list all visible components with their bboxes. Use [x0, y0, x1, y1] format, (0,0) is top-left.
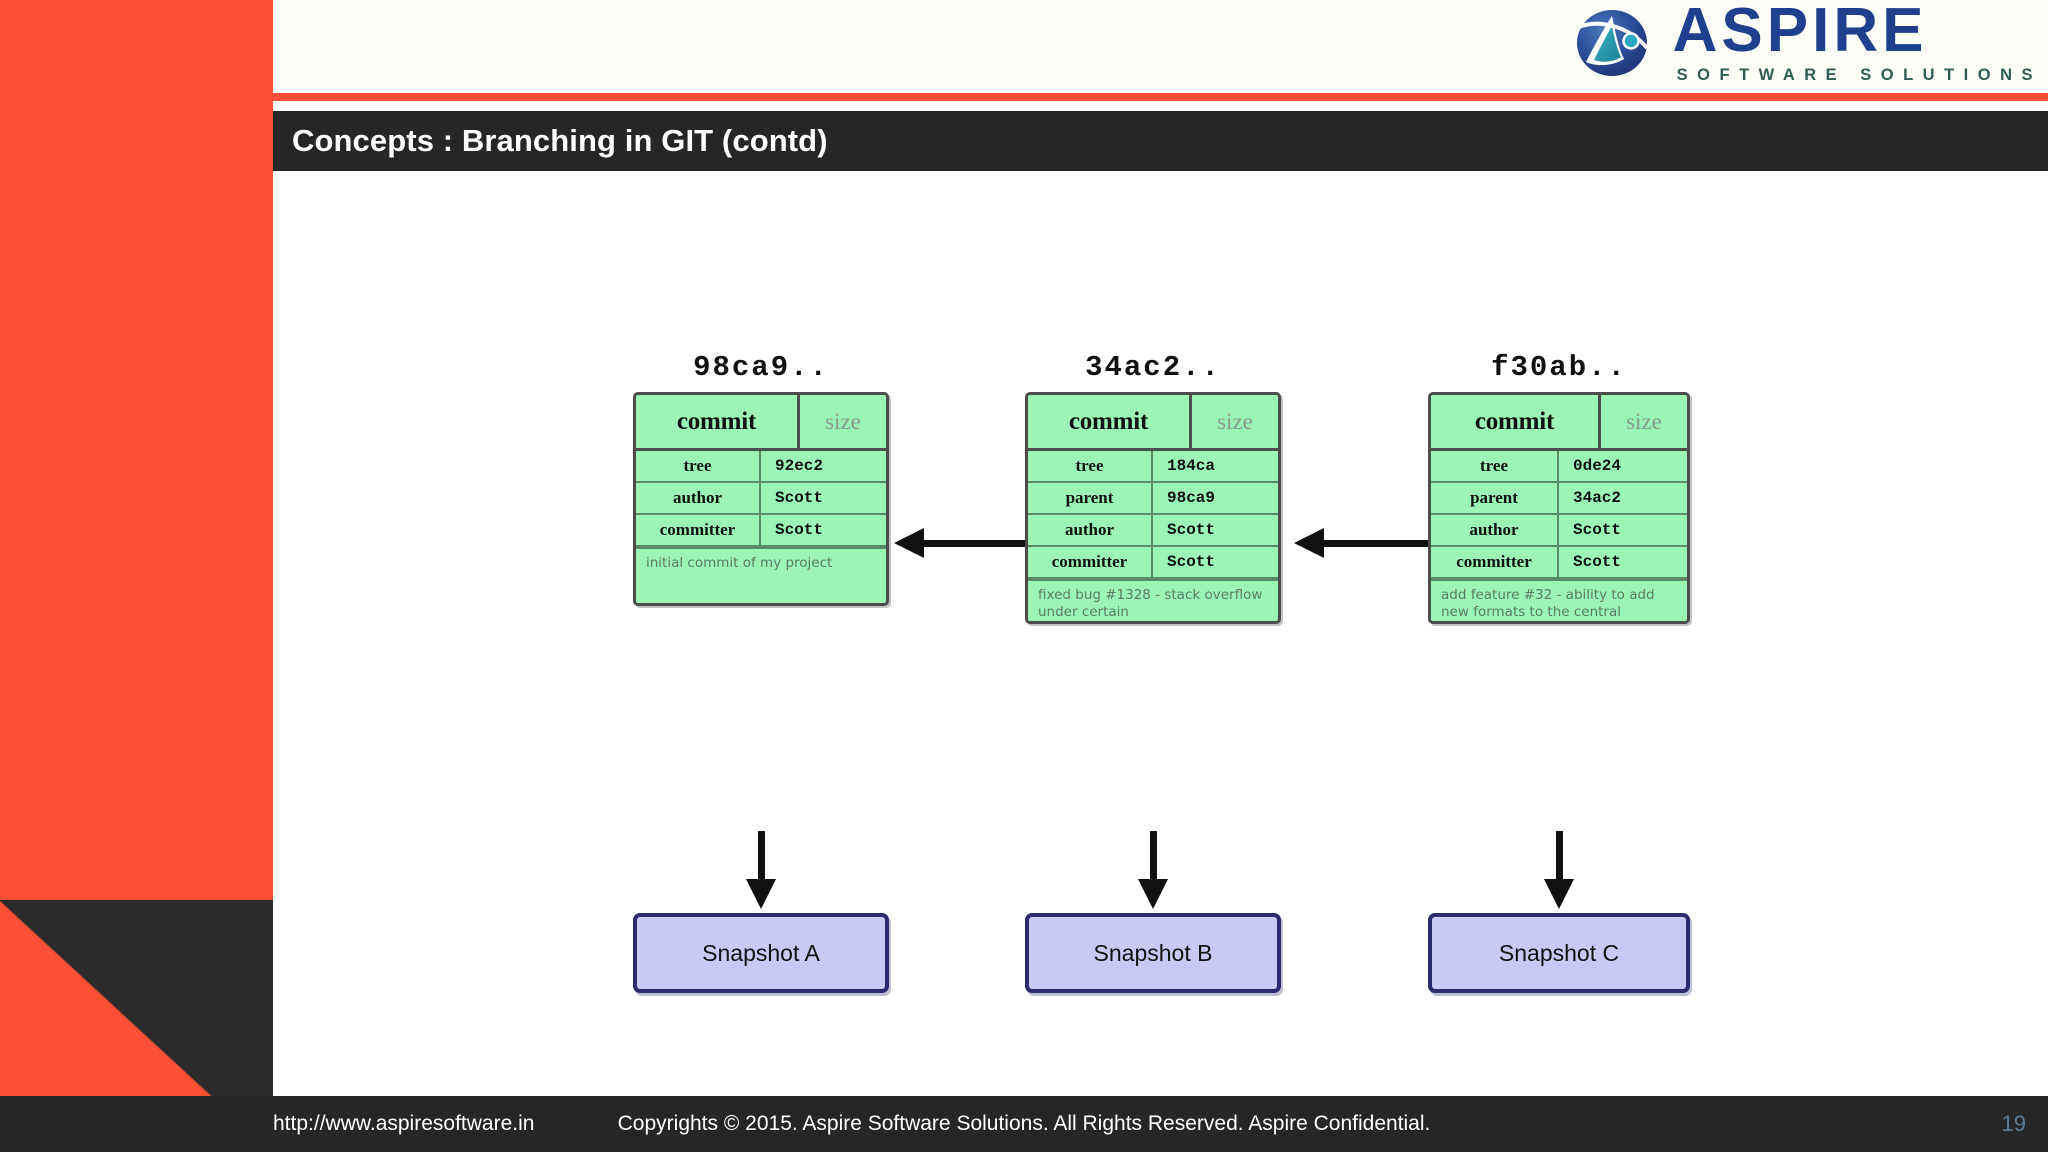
- commit-hash-label-1: 98ca9..: [693, 351, 829, 384]
- arrow-shaft: [1321, 540, 1428, 547]
- field-value: Scott: [1167, 521, 1216, 539]
- field-key: author: [636, 483, 761, 513]
- arrow-head-down-icon: [1544, 879, 1574, 909]
- arrow-head-left-icon: [894, 528, 924, 558]
- field-value: Scott: [775, 489, 824, 507]
- commit-type-label-2: commit: [1028, 395, 1192, 448]
- footer-copyright: Copyrights © 2015. Aspire Software Solut…: [617, 1112, 1431, 1135]
- field-key: parent: [1431, 483, 1559, 513]
- commit-hash-label-3: f30ab..: [1491, 351, 1627, 384]
- commit-type-label-1: commit: [636, 395, 800, 448]
- commit-box-3: commit size tree 0de24 parent 34ac2 auth…: [1428, 392, 1690, 624]
- slide-page-number: 19: [2001, 1111, 2026, 1136]
- logo-brand-text: ASPIRE: [1672, 0, 1928, 65]
- snapshot-box-a: Snapshot A: [633, 913, 889, 993]
- commit-field-row: tree 184ca: [1028, 451, 1278, 483]
- commit-field-row: tree 92ec2: [636, 451, 886, 483]
- field-value: Scott: [1167, 553, 1216, 571]
- arrow-shaft: [757, 831, 765, 883]
- field-key: committer: [1028, 547, 1153, 577]
- header-band: [273, 0, 2048, 97]
- snapshot-box-c: Snapshot C: [1428, 913, 1690, 993]
- commit-field-row: author Scott: [1431, 515, 1687, 547]
- arrow-shaft: [1149, 831, 1157, 883]
- field-key: tree: [1028, 451, 1153, 481]
- field-value: 184ca: [1167, 457, 1216, 475]
- commit-hash-label-2: 34ac2..: [1085, 351, 1221, 384]
- logo-tagline-text: SOFTWARE SOLUTIONS: [1676, 65, 2042, 84]
- field-value: 92ec2: [775, 457, 824, 475]
- commit-column-3: f30ab.. commit size tree 0de24 parent 34…: [1428, 351, 1690, 624]
- commit-field-row: committer Scott: [636, 515, 886, 547]
- commit-column-2: 34ac2.. commit size tree 184ca parent 98…: [1025, 351, 1281, 624]
- commit-field-row: author Scott: [636, 483, 886, 515]
- header-accent-line: [273, 93, 2048, 101]
- arrow-head-down-icon: [1138, 879, 1168, 909]
- slide-title-bar: Concepts : Branching in GIT (contd): [273, 111, 2048, 171]
- commit-header-1: commit size: [636, 395, 886, 451]
- commit-message-2: fixed bug #1328 - stack overflow under c…: [1028, 579, 1278, 621]
- field-value: Scott: [1573, 521, 1622, 539]
- field-key: committer: [636, 515, 761, 545]
- field-key: tree: [1431, 451, 1559, 481]
- aspire-globe-mark-icon: [1569, 4, 1655, 82]
- aspire-logo: ASPIRE SOFTWARE SOLUTIONS: [1569, 0, 2042, 85]
- arrow-head-left-icon: [1294, 528, 1324, 558]
- git-commit-chain-diagram: 98ca9.. commit size tree 92ec2 author Sc…: [273, 171, 2048, 1096]
- field-value: 0de24: [1573, 457, 1622, 475]
- commit-size-label-2: size: [1217, 408, 1253, 434]
- field-value: Scott: [1573, 553, 1622, 571]
- arrow-shaft: [1555, 831, 1563, 883]
- commit-field-row: author Scott: [1028, 515, 1278, 547]
- commit-field-row: parent 98ca9: [1028, 483, 1278, 515]
- field-key: committer: [1431, 547, 1559, 577]
- slide-body: 98ca9.. commit size tree 92ec2 author Sc…: [273, 171, 2048, 1096]
- commit-field-row: committer Scott: [1028, 547, 1278, 579]
- commit-box-1: commit size tree 92ec2 author Scott comm…: [633, 392, 889, 606]
- field-value: 34ac2: [1573, 489, 1622, 507]
- field-key: author: [1431, 515, 1559, 545]
- field-key: tree: [636, 451, 761, 481]
- field-value: Scott: [775, 521, 824, 539]
- commit-column-1: 98ca9.. commit size tree 92ec2 author Sc…: [633, 351, 889, 606]
- commit-field-row: committer Scott: [1431, 547, 1687, 579]
- commit-field-row: parent 34ac2: [1431, 483, 1687, 515]
- logo-wordmark: ASPIRE SOFTWARE SOLUTIONS: [1672, 0, 2042, 85]
- slide-footer: http://www.aspiresoftware.in Copyrights …: [0, 1096, 2048, 1152]
- field-key: author: [1028, 515, 1153, 545]
- page-title: Concepts : Branching in GIT (contd): [292, 123, 828, 158]
- commit-header-3: commit size: [1431, 395, 1687, 451]
- commit-size-label-1: size: [825, 408, 861, 434]
- commit-header-2: commit size: [1028, 395, 1278, 451]
- footer-website-url[interactable]: http://www.aspiresoftware.in: [273, 1112, 535, 1135]
- arrow-head-down-icon: [746, 879, 776, 909]
- snapshot-box-b: Snapshot B: [1025, 913, 1281, 993]
- commit-type-label-3: commit: [1431, 395, 1601, 448]
- commit-field-row: tree 0de24: [1431, 451, 1687, 483]
- commit-message-3: add feature #32 - ability to add new for…: [1431, 579, 1687, 621]
- field-value: 98ca9: [1167, 489, 1216, 507]
- arrow-shaft: [921, 540, 1025, 547]
- commit-message-1: initial commit of my project: [636, 547, 886, 603]
- commit-size-label-3: size: [1626, 408, 1662, 434]
- field-key: parent: [1028, 483, 1153, 513]
- commit-box-2: commit size tree 184ca parent 98ca9 auth…: [1025, 392, 1281, 624]
